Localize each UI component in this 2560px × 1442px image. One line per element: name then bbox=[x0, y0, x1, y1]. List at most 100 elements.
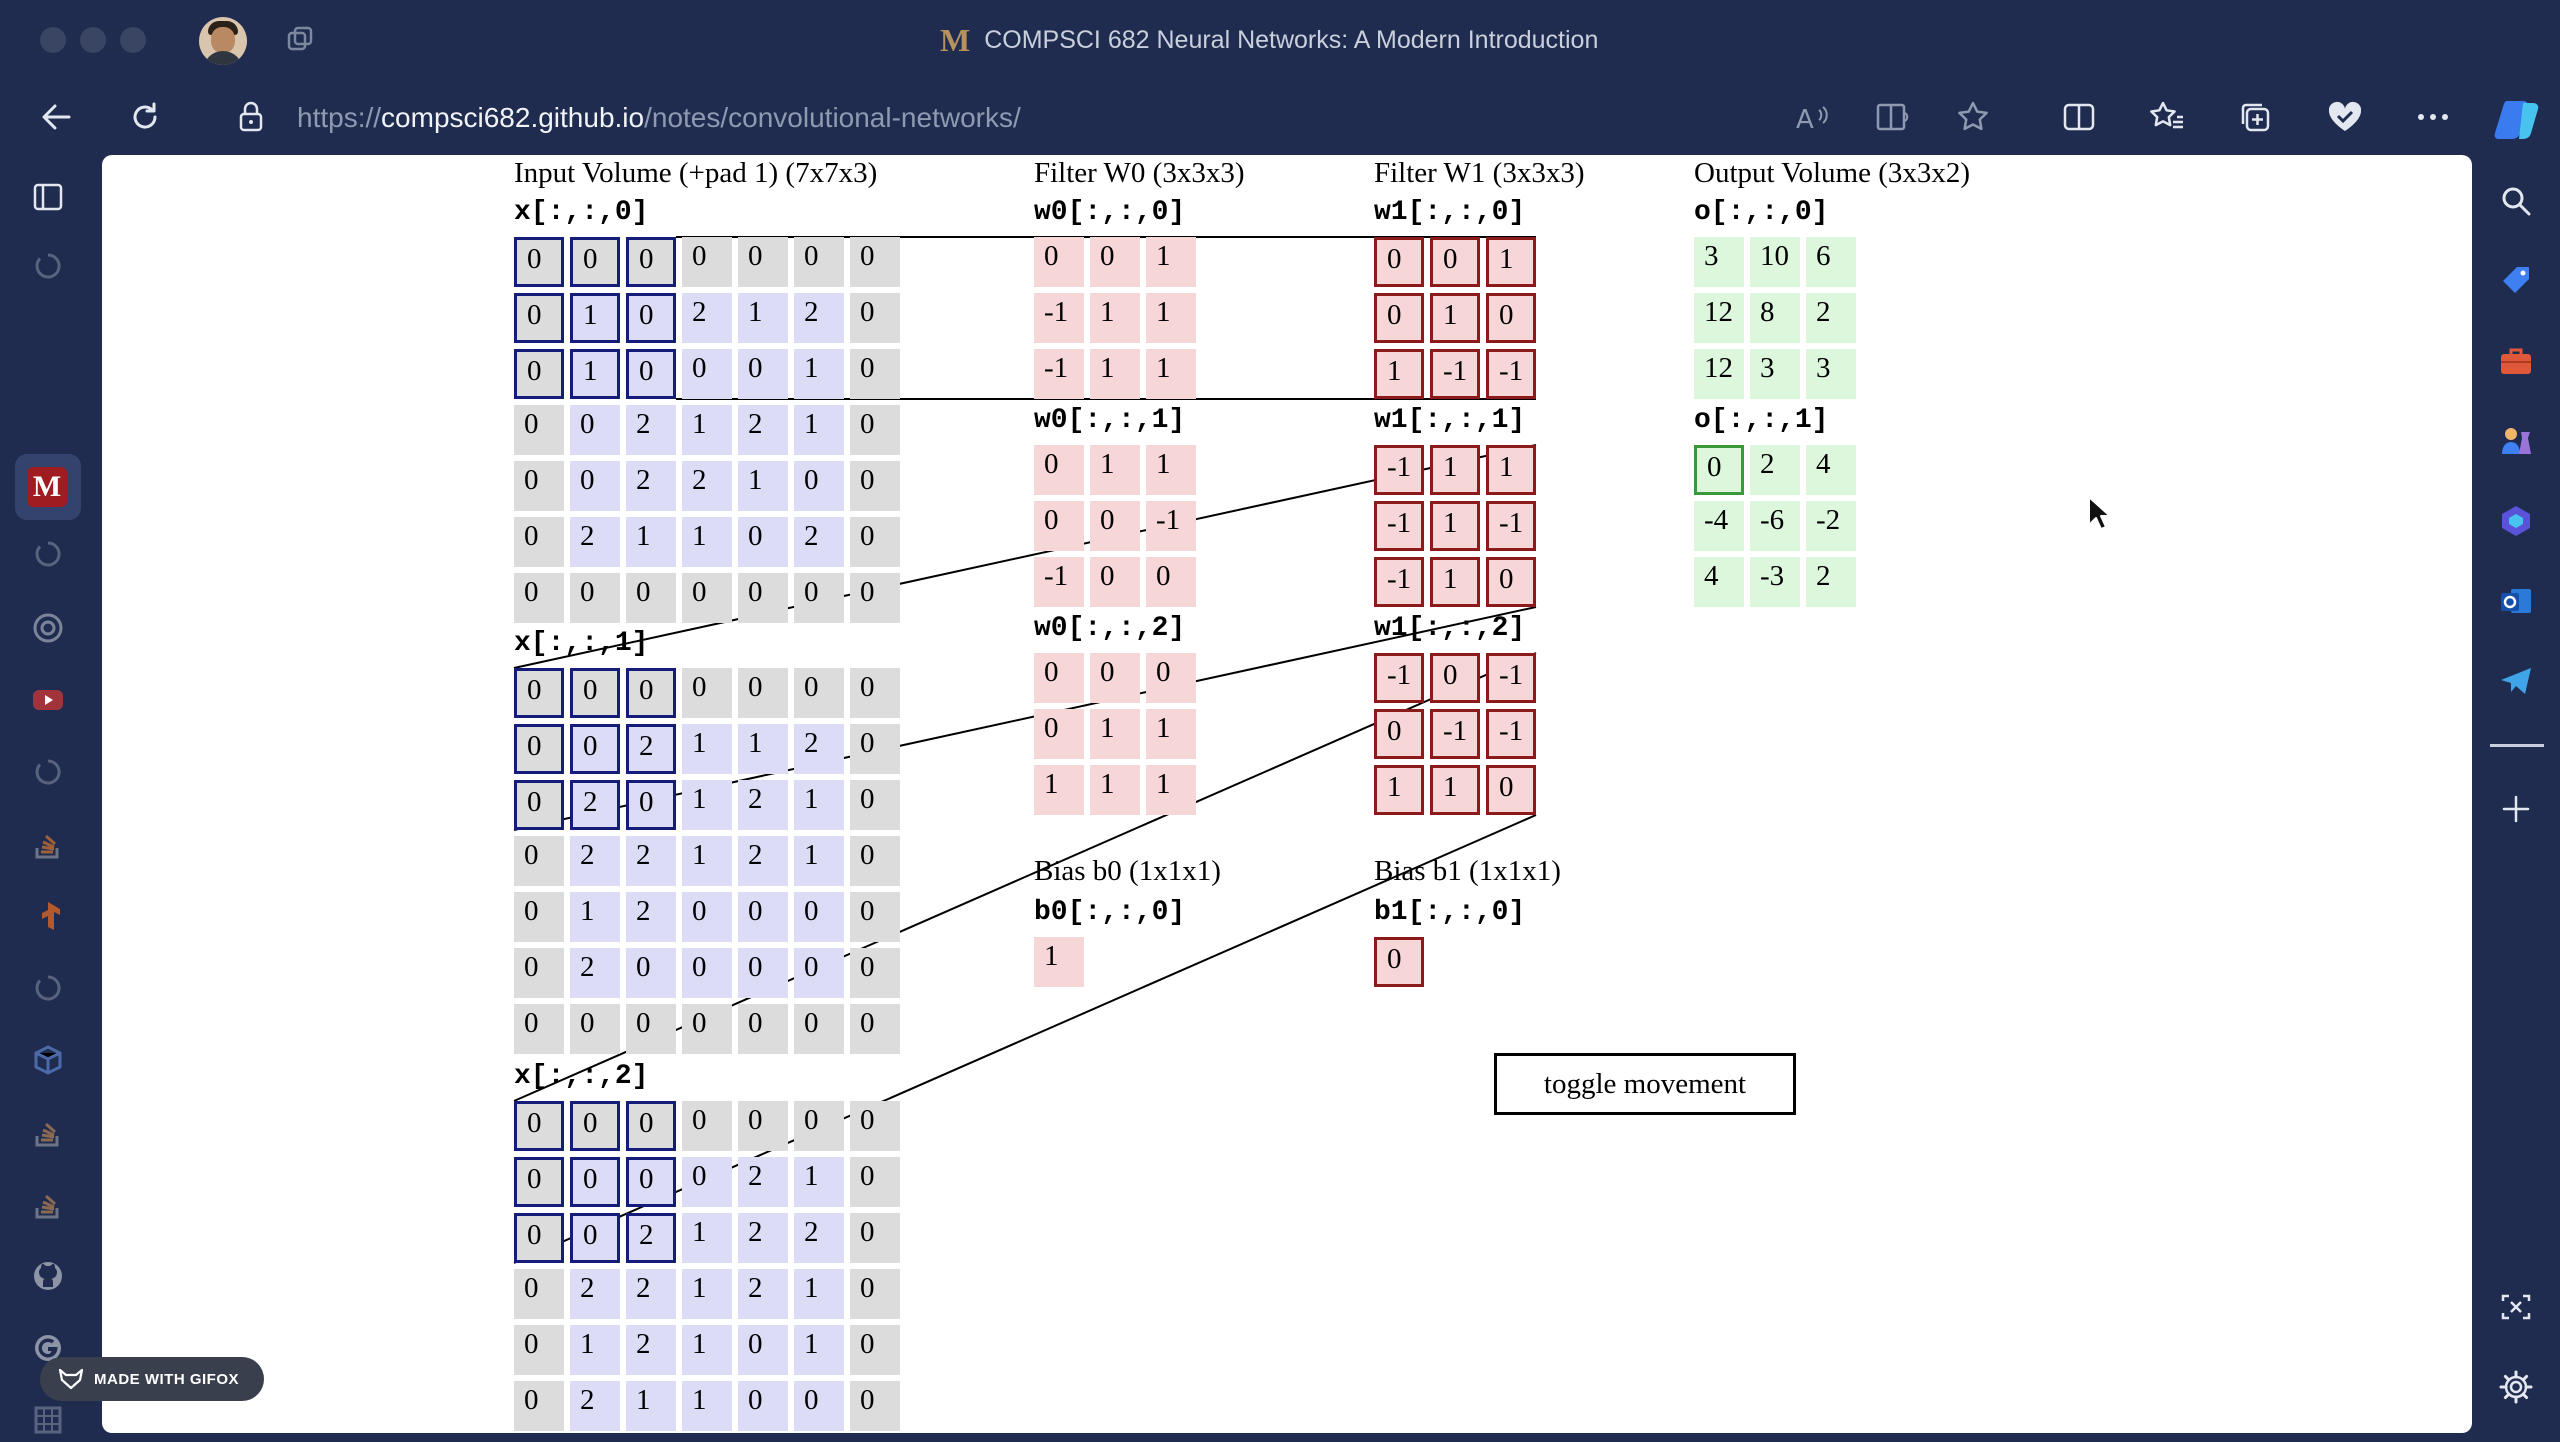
tab-youtube-icon[interactable] bbox=[27, 679, 69, 721]
input-cell: 0 bbox=[626, 293, 676, 343]
fox-icon bbox=[58, 1368, 84, 1390]
output-cell: 2 bbox=[1806, 293, 1856, 343]
url-text[interactable]: https://compsci682.github.io/notes/convo… bbox=[297, 100, 1021, 136]
more-menu-icon[interactable] bbox=[2410, 94, 2456, 140]
input-cell: 0 bbox=[514, 349, 564, 399]
tab-openai-icon[interactable] bbox=[27, 607, 69, 649]
tab-actions-icon[interactable] bbox=[285, 25, 315, 55]
filter-w1-cell: 1 bbox=[1486, 237, 1536, 287]
tab-panel-icon[interactable] bbox=[27, 176, 69, 218]
input-cell: 0 bbox=[850, 1325, 900, 1375]
input-cell: 0 bbox=[514, 948, 564, 998]
tab-compsci682[interactable]: M bbox=[27, 467, 67, 507]
input-cell: 0 bbox=[682, 573, 732, 623]
tab-google-icon[interactable] bbox=[27, 1327, 69, 1369]
input-cell: 0 bbox=[850, 780, 900, 830]
input-cell: 2 bbox=[738, 1157, 788, 1207]
tab-spreadsheet-icon[interactable] bbox=[27, 1399, 69, 1441]
filter-w0-cell: 0 bbox=[1146, 653, 1196, 703]
tab-stackoverflow-icon[interactable] bbox=[27, 1183, 69, 1225]
favorites-icon[interactable] bbox=[2144, 94, 2190, 140]
favorite-star-icon[interactable] bbox=[1950, 94, 1996, 140]
close-window-button[interactable] bbox=[40, 27, 66, 53]
input-cell: 0 bbox=[514, 1325, 564, 1375]
tab-github-icon[interactable] bbox=[27, 1255, 69, 1297]
input-cell: 2 bbox=[794, 1213, 844, 1263]
input-cell: 0 bbox=[682, 1004, 732, 1054]
tab-tensorflow-icon[interactable] bbox=[27, 895, 69, 937]
shopping-tag-icon[interactable] bbox=[2494, 259, 2538, 303]
filter-w0-cell: 1 bbox=[1146, 237, 1196, 287]
tab-loading-icon[interactable] bbox=[27, 245, 69, 287]
outlook-icon[interactable] bbox=[2494, 579, 2538, 623]
input-cell: 1 bbox=[570, 293, 620, 343]
input-cell: 0 bbox=[570, 461, 620, 511]
input-cell: 0 bbox=[514, 1101, 564, 1151]
filter-w0-slice-label: w0[:,:,1] bbox=[1034, 405, 1186, 436]
input-cell: 0 bbox=[514, 517, 564, 567]
toggle-movement-button[interactable]: toggle movement bbox=[1494, 1053, 1796, 1115]
bias-b1-title: Bias b1 (1x1x1) bbox=[1374, 855, 1561, 887]
filter-w1-cell: 0 bbox=[1374, 709, 1424, 759]
bias-b0-label: b0[:,:,0] bbox=[1034, 897, 1186, 928]
input-cell: 0 bbox=[626, 573, 676, 623]
read-aloud-icon[interactable]: A bbox=[1790, 94, 1836, 140]
input-cell: 2 bbox=[682, 461, 732, 511]
output-cell: 0 bbox=[1694, 445, 1744, 495]
input-cell: 2 bbox=[626, 836, 676, 886]
tab-stackoverflow-icon[interactable] bbox=[27, 1111, 69, 1153]
filter-w1-cell: 0 bbox=[1430, 653, 1480, 703]
input-cell: 0 bbox=[850, 948, 900, 998]
split-screen-icon[interactable] bbox=[2056, 94, 2102, 140]
vertical-tabs-rail: M bbox=[0, 155, 100, 1442]
refresh-button[interactable] bbox=[122, 94, 168, 140]
minimize-window-button[interactable] bbox=[80, 27, 106, 53]
output-cell: 4 bbox=[1806, 445, 1856, 495]
collections-icon[interactable] bbox=[2232, 94, 2278, 140]
copilot-designer-icon[interactable] bbox=[2494, 499, 2538, 543]
tab-cube-icon[interactable] bbox=[27, 1039, 69, 1081]
back-button[interactable] bbox=[33, 94, 79, 140]
input-cell: 0 bbox=[738, 573, 788, 623]
copilot-icon[interactable] bbox=[2492, 94, 2542, 144]
add-sidebar-app-icon[interactable] bbox=[2494, 787, 2538, 831]
browser-essentials-icon[interactable] bbox=[2322, 94, 2368, 140]
input-cell: 0 bbox=[570, 405, 620, 455]
input-cell: 0 bbox=[794, 948, 844, 998]
filter-w0-cell: 1 bbox=[1146, 349, 1196, 399]
filter-w1-cell: 1 bbox=[1374, 349, 1424, 399]
tools-briefcase-icon[interactable] bbox=[2494, 339, 2538, 383]
input-cell: 2 bbox=[738, 405, 788, 455]
input-cell: 0 bbox=[850, 293, 900, 343]
screenshot-icon[interactable] bbox=[2494, 1285, 2538, 1329]
tab-loading-icon[interactable] bbox=[27, 751, 69, 793]
tab-loading-icon[interactable] bbox=[27, 533, 69, 575]
window-title-text: COMPSCI 682 Neural Networks: A Modern In… bbox=[984, 25, 1599, 54]
settings-gear-icon[interactable] bbox=[2494, 1365, 2538, 1409]
filter-w1-cell: -1 bbox=[1374, 653, 1424, 703]
filter-w0-cell: 1 bbox=[1146, 709, 1196, 759]
input-cell: 0 bbox=[626, 1101, 676, 1151]
input-cell: 0 bbox=[794, 237, 844, 287]
input-cell: 0 bbox=[514, 405, 564, 455]
input-cell: 0 bbox=[850, 1004, 900, 1054]
filter-w0-cell: -1 bbox=[1034, 349, 1084, 399]
input-cell: 1 bbox=[626, 1381, 676, 1431]
send-telegram-icon[interactable] bbox=[2494, 659, 2538, 703]
immersive-reader-icon[interactable] bbox=[1870, 94, 1916, 140]
tab-loading-icon[interactable] bbox=[27, 967, 69, 1009]
input-cell: 0 bbox=[514, 1269, 564, 1319]
filter-w1-cell: -1 bbox=[1374, 557, 1424, 607]
input-cell: 0 bbox=[738, 237, 788, 287]
filter-w1-cell: 0 bbox=[1486, 765, 1536, 815]
games-icon[interactable] bbox=[2494, 419, 2538, 463]
lock-icon[interactable] bbox=[236, 100, 266, 139]
filter-w1-cell: 0 bbox=[1486, 557, 1536, 607]
zoom-window-button[interactable] bbox=[120, 27, 146, 53]
input-cell: 0 bbox=[850, 892, 900, 942]
profile-avatar[interactable] bbox=[199, 17, 247, 65]
tab-stackoverflow-icon[interactable] bbox=[27, 823, 69, 865]
search-icon[interactable] bbox=[2494, 179, 2538, 223]
page-content: Input Volume (+pad 1) (7x7x3) Filter W0 … bbox=[102, 155, 2472, 1433]
watermark-text: MADE WITH GIFOX bbox=[94, 1370, 239, 1388]
